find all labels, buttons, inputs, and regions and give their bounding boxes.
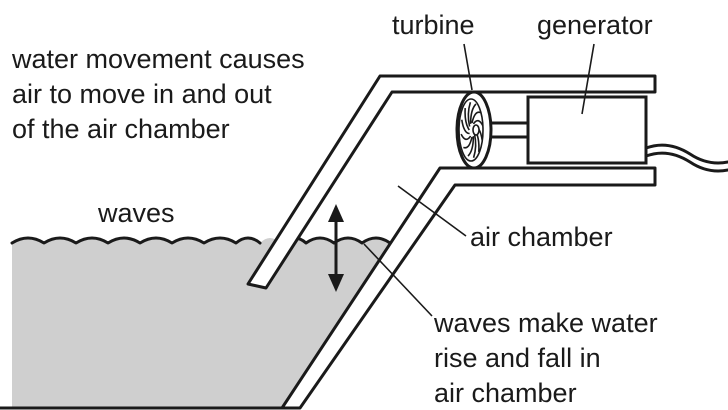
rise-fall-arrow [328,204,344,292]
effect-line-3: air chamber [434,378,577,408]
note-line-1: water movement causes [11,44,305,74]
waves-label: waves [97,198,175,228]
turbine-label: turbine [392,10,475,40]
water-body [12,238,390,408]
turbine-blade [464,108,470,131]
turbine-blade [469,103,477,124]
turbine-blade [463,136,473,149]
chamber-upper-wall [246,74,657,290]
wave-surface [10,236,392,245]
air-chamber-label: air chamber [470,222,613,252]
chamber-lower-wall [280,166,657,410]
note-line-2: air to move in and out [12,79,272,109]
turbine-leader [463,43,473,91]
generator-box [526,95,648,165]
generator-label: generator [537,10,653,40]
generator-leader [581,43,595,115]
output-cable-lower [644,151,728,173]
waves-make-leader [363,243,433,317]
turbine-blade [467,102,472,127]
turbine-blade [460,133,472,141]
effect-line-2: rise and fall in [434,343,601,373]
output-cable [644,143,728,165]
turbine-blade [472,119,484,127]
effect-line-1: waves make water [433,308,658,338]
turbine-blade [472,133,477,158]
air-chamber-leader [397,185,467,237]
turbine-blade [467,136,475,157]
turbine-blade [461,119,470,135]
turbine-blade [471,111,481,124]
turbine-icon [455,90,493,170]
note-line-3: of the air chamber [12,114,230,144]
